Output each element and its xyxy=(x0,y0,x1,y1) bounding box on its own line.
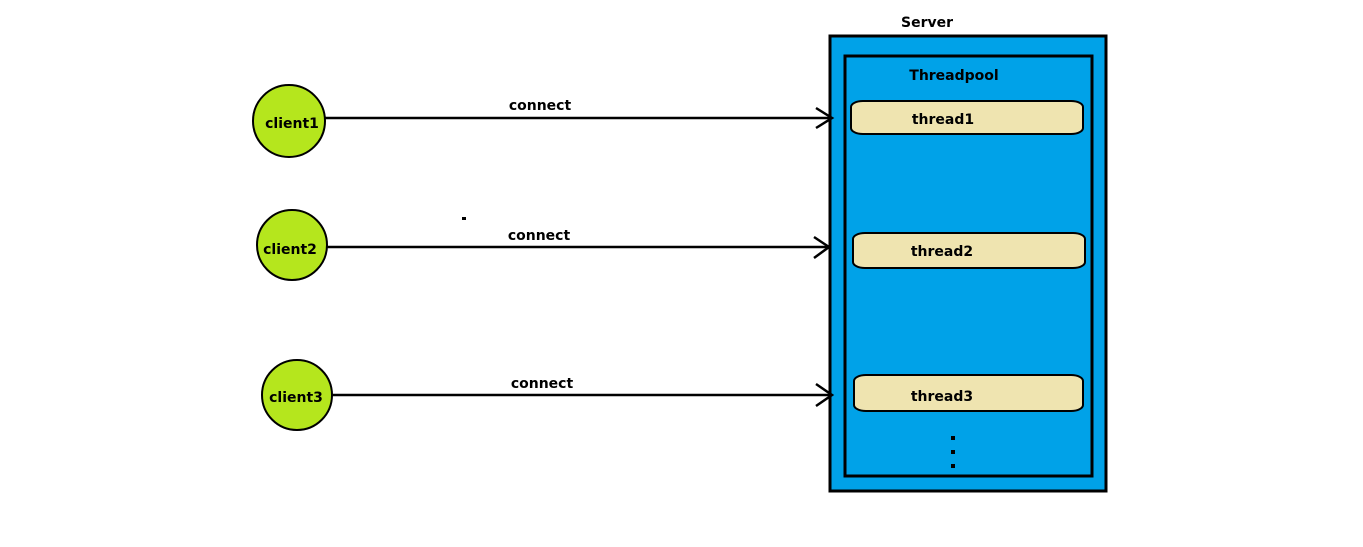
thread-3-label: thread3 xyxy=(911,389,973,405)
client-1-label: client1 xyxy=(265,116,319,132)
connection-2 xyxy=(327,235,832,260)
client-1: client1 xyxy=(252,84,326,158)
thread-1: thread1 xyxy=(850,100,1084,135)
connection-1 xyxy=(325,106,835,130)
thread-2-label: thread2 xyxy=(911,244,973,260)
client-2-label: client2 xyxy=(263,242,317,258)
threadpool-label: Threadpool xyxy=(909,68,998,84)
client-3: client3 xyxy=(261,359,333,431)
client-3-label: client3 xyxy=(269,390,323,406)
thread-1-label: thread1 xyxy=(912,112,974,128)
server-label: Server xyxy=(901,15,953,31)
client-2: client2 xyxy=(256,209,328,281)
connection-3-label: connect xyxy=(511,376,574,392)
connection-2-label: connect xyxy=(508,228,571,244)
more-threads-ellipsis-icon xyxy=(951,436,955,468)
thread-3: thread3 xyxy=(853,374,1084,412)
connection-1-label: connect xyxy=(509,98,572,114)
stray-dot xyxy=(462,217,466,220)
thread-2: thread2 xyxy=(852,232,1086,269)
connection-3 xyxy=(332,382,835,408)
